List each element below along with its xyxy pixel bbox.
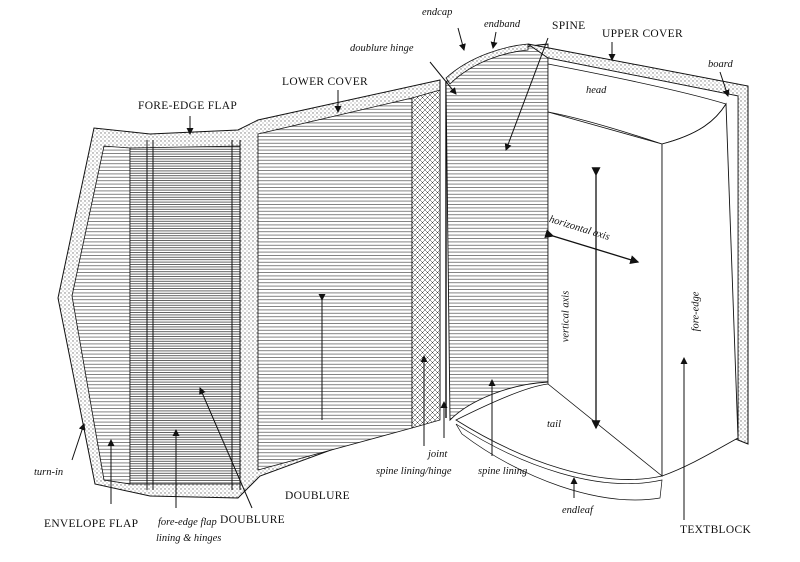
label-turn-in: turn-in <box>34 466 63 479</box>
label-lower-cover: LOWER COVER <box>282 76 368 89</box>
label-tail: tail <box>547 418 561 431</box>
label-spine-lining-hinge: spine lining/hinge <box>376 465 452 478</box>
label-doublure-bottom: DOUBLURE <box>220 514 285 527</box>
lower-cover-doublure-panel <box>258 98 412 470</box>
textblock-fore-edge <box>662 104 738 476</box>
spine-lining-hinge-panel <box>412 90 440 428</box>
spine-panel <box>446 44 548 420</box>
label-head: head <box>586 84 606 97</box>
label-endcap: endcap <box>422 6 452 19</box>
label-spine-lining: spine lining <box>478 465 527 478</box>
label-endleaf: endleaf <box>562 504 593 517</box>
label-fore-edge: fore-edge <box>689 292 702 332</box>
label-fore-edge-flap-lining-1: fore-edge flap <box>158 516 217 529</box>
label-fore-edge-flap: FORE-EDGE FLAP <box>138 100 237 113</box>
label-fore-edge-flap-lining-2: lining & hinges <box>156 532 221 545</box>
label-vertical-axis: vertical axis <box>559 291 572 343</box>
label-doublure-hinge: doublure hinge <box>350 42 413 55</box>
leader-endcap <box>458 28 464 50</box>
label-doublure-center: DOUBLURE <box>285 490 350 503</box>
label-endband: endband <box>484 18 520 31</box>
label-joint: joint <box>428 448 447 461</box>
label-envelope-flap: ENVELOPE FLAP <box>44 518 138 531</box>
leader-turn-in <box>72 424 84 460</box>
label-upper-cover: UPPER COVER <box>602 28 683 41</box>
label-spine: SPINE <box>552 20 585 33</box>
leader-endband <box>493 32 496 48</box>
label-textblock: TEXTBLOCK <box>680 524 751 537</box>
label-board: board <box>708 58 733 71</box>
